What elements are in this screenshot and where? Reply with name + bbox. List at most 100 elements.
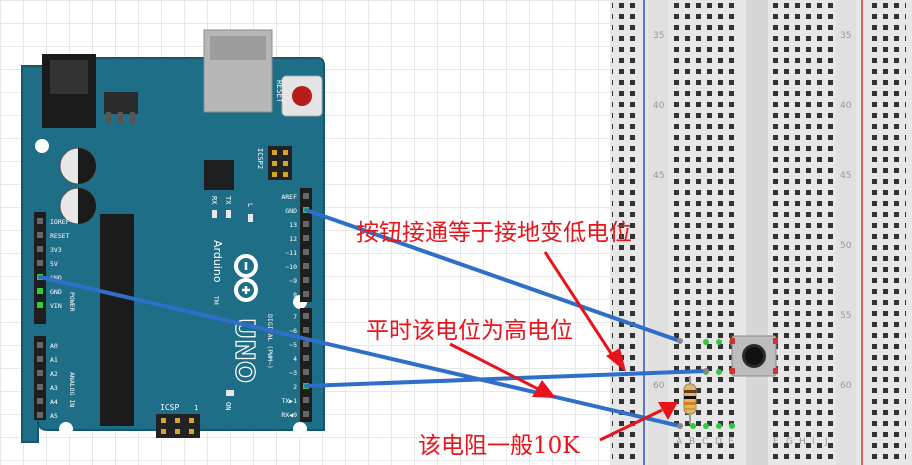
row-number: 35 [653,31,664,41]
board-pcb [21,57,325,443]
l-led-label: L [246,203,254,207]
pin-label: 3V3 [50,246,62,254]
pin-label: ~3 [289,369,297,377]
mount-hole [293,422,307,436]
pin-label: A3 [50,384,58,392]
pin-label: 8 [293,291,297,299]
rx-label: RX [210,196,218,205]
arduino-logo [234,254,258,302]
pin-label: RX◀0 [281,411,297,419]
power-label: POWER [68,292,76,312]
pin-label: ~5 [289,341,297,349]
row-number: 45 [840,171,851,181]
arrow-head [532,380,556,398]
power-header [34,212,46,324]
trademark: TM [212,295,219,305]
pin-label: ~10 [285,263,297,271]
mount-hole [35,139,49,153]
icsp2-label: ICSP2 [256,148,264,169]
column-letter: J [824,437,828,447]
row-number: 35 [840,31,851,41]
pin-label: ~11 [285,249,297,257]
pin-label: AREF [281,193,297,201]
pin-label: TX▶1 [281,397,297,405]
pin-label: GND [285,207,297,215]
pin-label: VIN [50,302,62,310]
icsp-header [156,414,200,438]
icsp2-header [268,146,292,180]
right-power-rail [866,0,906,465]
wire-gnd [304,208,682,343]
row-number: 60 [840,381,852,391]
arrow-line [599,408,663,442]
annotation-arrows [449,251,678,442]
pin-label: A1 [50,356,58,364]
pin-label: A4 [50,398,58,406]
center-channel [746,0,768,465]
pin-label: RESET [50,232,70,240]
annotation-button-ground: 按钮接通等于接地变低电位 [356,220,632,246]
arduino-board: RESET ICSP2 RX TX L [21,29,325,443]
push-button [730,335,778,377]
pin-label: A2 [50,370,58,378]
row-number: 50 [840,241,852,251]
column-letter: G [786,437,793,447]
annotation-normal-high: 平时该电位为高电位 [366,318,573,344]
breadboard: 35 40 45 35 40 45 50 55 60 60 A B C D E … [610,0,912,465]
wire-ends [677,338,709,429]
resistor [683,376,697,424]
pin-label: 13 [289,221,297,229]
icsp-label: ICSP [160,403,179,412]
terminal-strip-left [670,0,740,465]
microcontroller-chip [100,214,134,426]
pin-label: 2 [293,383,297,391]
icsp-pin-label: 1 [194,404,198,412]
column-letter: I [812,437,815,447]
pin-label: A0 [50,342,58,350]
pin-label: 5V [50,260,58,268]
voltage-regulator [104,92,138,114]
pin-label: IOREF [50,218,70,226]
column-letter: E [728,437,734,447]
pin-label: 7 [293,313,297,321]
row-number: 40 [653,101,665,111]
digital-header-low [300,308,312,422]
digital-header-high [300,188,312,302]
pin-label: ~6 [289,327,297,335]
on-led [226,390,234,396]
reset-label: RESET [275,80,284,103]
column-letter: F [773,437,778,447]
usb-chip [204,160,234,190]
wires [38,208,708,428]
column-letter: A [676,437,683,447]
wire-pin2 [304,369,708,388]
digital-label: DIGITAL (PWM~) [266,314,274,369]
arrow-line [449,342,541,392]
pin-label: 4 [293,355,297,363]
arrow-line [543,251,616,359]
mount-hole [59,422,73,436]
annotation-resistor: 该电阻一般10K [418,433,580,459]
arrow-head [606,348,626,372]
analog-header [34,336,46,420]
on-label: ON [224,402,232,410]
brand-label: Arduino [211,240,224,283]
row-number: 45 [653,171,664,181]
analog-in-label: ANALOG IN [68,372,76,407]
left-power-rail [612,0,638,465]
terminal-strip-right [770,0,834,465]
wire-5v [38,275,682,428]
pin-label: A5 [50,412,58,420]
row-number: 55 [840,311,851,321]
row-number: 60 [653,381,665,391]
reset-button-cap [292,86,312,106]
pin-label: 12 [289,235,297,243]
tx-label: TX [224,196,232,205]
pin-label: GND [50,274,62,282]
column-letter: C [702,437,708,447]
row-number: 40 [840,101,852,111]
column-letter: D [715,437,722,447]
column-letter: B [689,437,695,447]
arrow-head [658,402,678,420]
